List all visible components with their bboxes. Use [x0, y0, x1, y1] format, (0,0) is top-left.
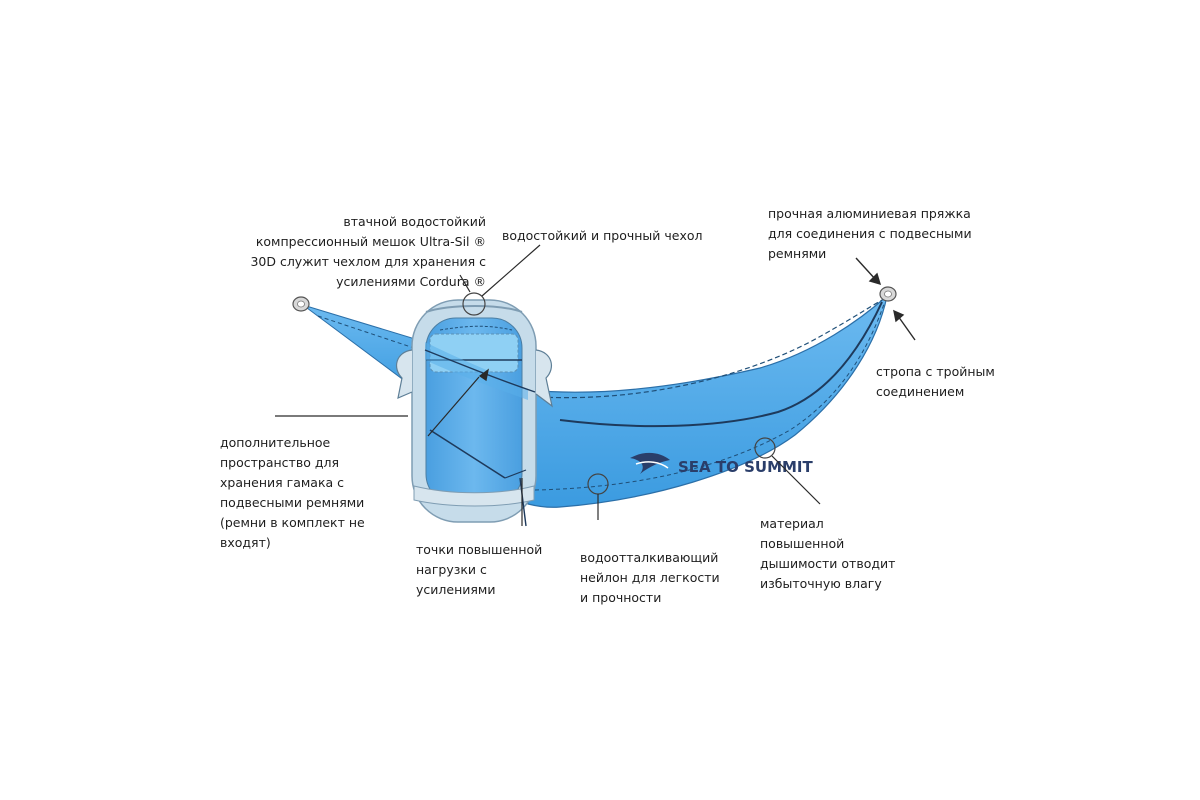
left-eyelet-icon [292, 296, 310, 312]
hammock-seam [559, 301, 883, 428]
bag-side-loop-right [535, 349, 553, 408]
label-aluminum-buckle: прочная алюминиевая пряжка для соединени… [768, 206, 972, 261]
brand-logo: SEA TO SUMMIT [630, 452, 814, 476]
label-compression-bag: втачной водостойкий компрессионный мешок… [250, 214, 486, 289]
logo-wave-icon [630, 452, 670, 474]
label-nylon: водоотталкивающий нейлон для легкости и … [580, 550, 720, 605]
label-waterproof-cover: водостойкий и прочный чехол [502, 228, 703, 243]
space-arrow-icon [478, 368, 489, 382]
hammock-top-edge [539, 299, 883, 399]
bag-side-loop-left [395, 349, 413, 400]
bag-compression-strap-diagonal [429, 429, 506, 479]
leader-lines [275, 244, 821, 526]
cover-marker [462, 292, 486, 316]
label-breathable-material: материал повышенной дышимости отводит из… [760, 516, 896, 591]
buckle-arrow-icon [855, 257, 882, 286]
left-wing-stitching [317, 315, 421, 351]
strap-arrow-icon [893, 309, 916, 341]
label-load-points: точки повышенной нагрузки с усилениями [416, 542, 543, 597]
material-marker [754, 437, 776, 459]
label-triple-strap: стропа с тройным соединением [876, 364, 995, 399]
brand-logo-text: SEA TO SUMMIT [678, 458, 814, 476]
bag-stitching [439, 325, 513, 331]
label-extra-space: дополнительное пространство для хранения… [220, 435, 365, 550]
hammock-body [527, 294, 888, 508]
bag-bottom-band [413, 485, 535, 507]
compression-bag [395, 299, 553, 527]
right-aluminum-buckle-icon [879, 286, 897, 302]
bag-top-band [425, 305, 523, 313]
